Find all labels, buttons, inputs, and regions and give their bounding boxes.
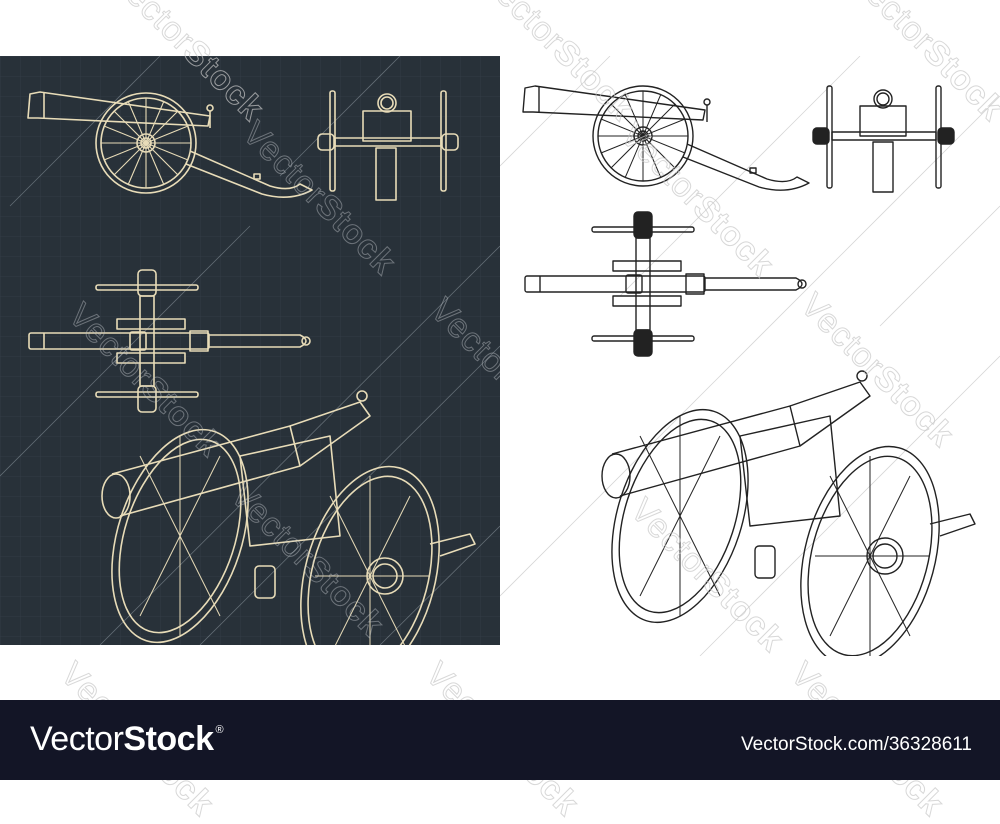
side-view — [522, 85, 810, 191]
isometric-view — [601, 370, 976, 656]
front-view — [812, 85, 955, 193]
top-view — [28, 269, 311, 413]
blueprint-drawing — [0, 56, 500, 645]
top-view — [524, 211, 807, 357]
isometric-view — [101, 390, 476, 645]
vectorstock-logo: VectorStock® — [30, 720, 224, 758]
line-art-drawing — [500, 56, 1000, 656]
image-id: VectorStock.com/36328611 — [741, 734, 972, 755]
registered-mark: ® — [215, 724, 224, 736]
front-view — [317, 90, 459, 201]
line-art-panel: VectorStock VectorStock VectorStock — [500, 56, 1000, 656]
footer-bar: VectorStock® VectorStock.com/36328611 — [0, 700, 1000, 780]
side-view — [27, 91, 313, 198]
blueprint-panel: VectorStock VectorStock VectorStock Vect… — [0, 56, 500, 645]
